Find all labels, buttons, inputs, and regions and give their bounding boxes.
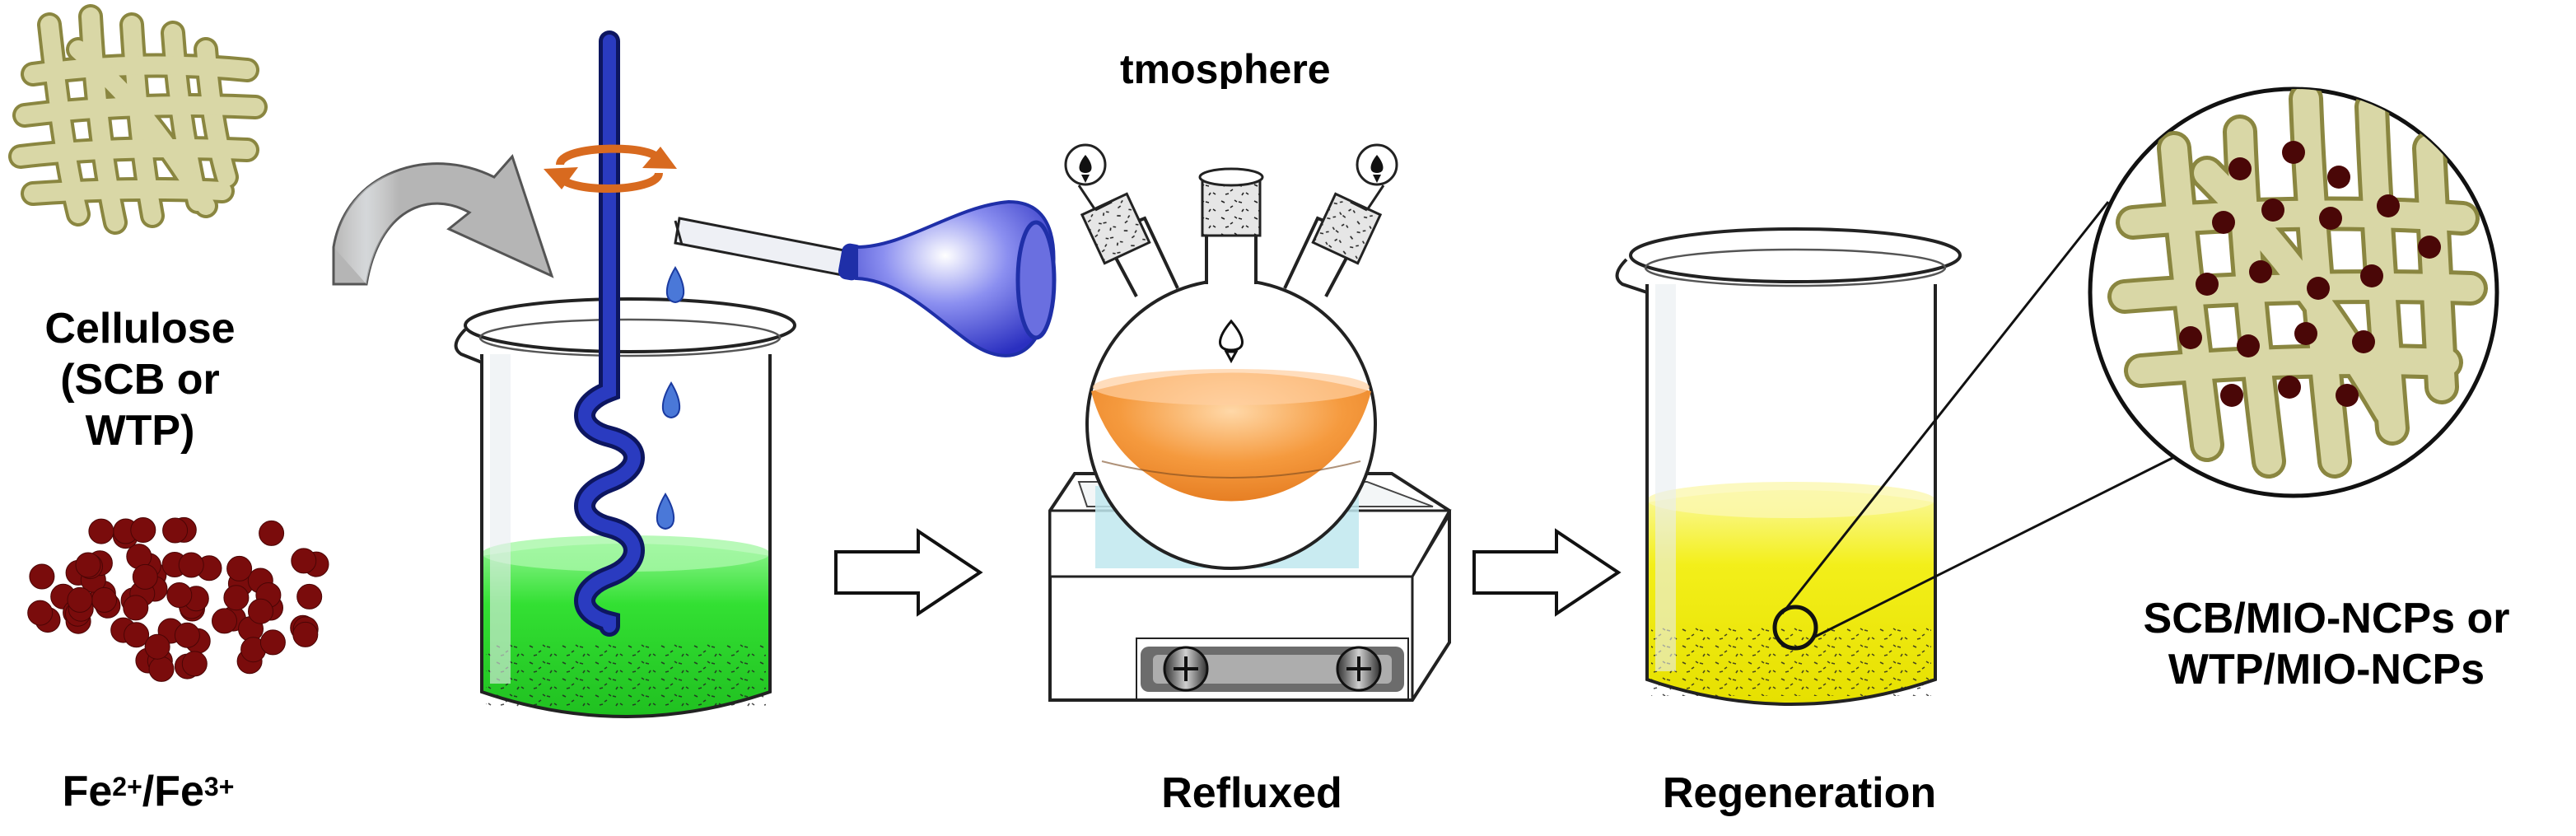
curved-arrow-icon <box>332 154 554 286</box>
rotation-icon <box>544 144 677 193</box>
iron-particle <box>130 517 156 543</box>
iron-particle <box>259 629 286 656</box>
iron-particle <box>296 583 323 609</box>
iron-particle <box>124 622 150 648</box>
nanoparticle <box>2307 277 2330 300</box>
iron-particle <box>27 600 54 626</box>
iron-particle <box>144 633 170 660</box>
dropping-flask-icon <box>674 199 1057 357</box>
iron-particle <box>67 586 93 613</box>
nanoparticle <box>2418 236 2441 259</box>
nanoparticle <box>2327 166 2350 189</box>
beaker-yellow-icon <box>1615 227 1962 706</box>
iron-particle <box>132 563 158 590</box>
beaker-green-icon <box>454 297 796 718</box>
zoom-lines <box>1780 201 2175 640</box>
process-arrow-icon <box>834 528 983 617</box>
nanoparticle <box>2294 322 2317 345</box>
iron-particle <box>226 555 253 581</box>
nanoparticle <box>2377 194 2400 217</box>
refluxed-text: Refluxed <box>1161 769 1342 817</box>
nanoparticle <box>2319 207 2342 230</box>
iron-particle <box>162 517 189 544</box>
stirrer-icon <box>574 30 645 637</box>
slash: / <box>142 768 155 815</box>
nanoparticle <box>2278 376 2301 399</box>
droplets-icon <box>656 266 685 530</box>
nanoparticle <box>2228 157 2252 180</box>
cellulose-label: Cellulose (SCB or WTP) <box>8 303 272 456</box>
iron-particle <box>292 621 319 647</box>
refluxed-label: Refluxed <box>1095 768 1408 819</box>
product-label-line1: SCB/MIO-NCPs or <box>2143 595 2510 642</box>
iron-particle <box>178 552 204 578</box>
nanoparticle <box>2282 141 2305 164</box>
iron-ions-label: Fe2+/Fe3+ <box>49 766 247 817</box>
iron-particle <box>123 595 149 621</box>
iron-particles-icon <box>27 516 329 682</box>
iron-particle <box>223 585 250 611</box>
iron-particle <box>212 608 237 634</box>
cellulose-fibers-icon <box>8 4 268 235</box>
iron-particle <box>248 598 273 624</box>
magnifier-circle-icon <box>2088 86 2499 498</box>
nanoparticle <box>2212 211 2235 234</box>
nanoparticle <box>2220 384 2243 407</box>
cellulose-label-line2: (SCB or WTP) <box>60 356 220 455</box>
iron-particle <box>259 520 285 546</box>
iron-particle <box>75 552 101 578</box>
nanoparticle <box>2336 384 2359 407</box>
process-arrow-icon <box>1472 528 1622 617</box>
fe-symbol: Fe <box>62 768 113 815</box>
fe3-charge: 3+ <box>203 772 235 801</box>
iron-particle <box>174 622 200 648</box>
regeneration-text: Regeneration <box>1662 769 1937 817</box>
iron-particle <box>88 518 114 544</box>
nanoparticle <box>2261 198 2284 222</box>
atmosphere-label: tmosphere <box>1120 51 1384 89</box>
nanoparticle <box>2352 330 2375 353</box>
cellulose-label-line1: Cellulose <box>44 305 236 353</box>
nanoparticle <box>2179 326 2202 349</box>
nanoparticle <box>2249 260 2272 283</box>
iron-particle <box>148 656 175 682</box>
nanoparticle <box>2196 273 2219 296</box>
product-label-line2: WTP/MIO-NCPs <box>2168 646 2485 694</box>
fe-symbol-2: Fe <box>154 768 204 815</box>
nanoparticle <box>2237 334 2260 357</box>
iron-particle <box>291 548 317 574</box>
nanoparticle <box>2360 264 2383 287</box>
iron-particle <box>181 651 208 677</box>
regeneration-label: Regeneration <box>1610 768 1989 819</box>
fe2-charge: 2+ <box>112 772 142 801</box>
iron-particle <box>29 563 55 590</box>
product-label: SCB/MIO-NCPs or WTP/MIO-NCPs <box>2092 593 2561 695</box>
iron-particle <box>91 586 118 613</box>
atmosphere-text: tmosphere <box>1120 51 1331 89</box>
iron-particle <box>166 582 193 608</box>
three-neck-flask-icon <box>1064 143 1398 570</box>
